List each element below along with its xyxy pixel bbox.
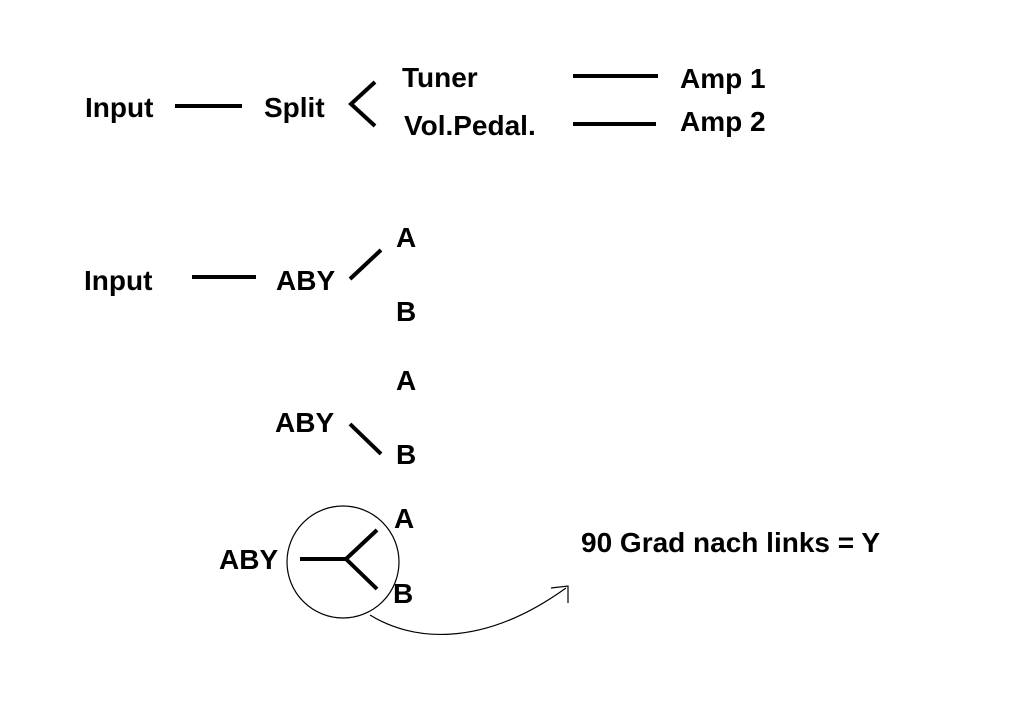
- row3-a-label: A: [396, 365, 416, 396]
- row4-highlight-circle: [286, 505, 400, 619]
- row4-arrow-head: [550, 585, 569, 603]
- row3-aby-label: ABY: [275, 407, 334, 438]
- row4-b-label: B: [393, 578, 413, 609]
- row4-a-label: A: [394, 503, 414, 534]
- row1-amp1-label: Amp 1: [680, 63, 766, 94]
- row4-y-shape: [300, 528, 379, 591]
- row1-amp2-label: Amp 2: [680, 106, 766, 137]
- row1-split-label: Split: [264, 92, 325, 123]
- row3-b-label: B: [396, 439, 416, 470]
- row2-b-label: B: [396, 296, 416, 327]
- row2-a-label: A: [396, 222, 416, 253]
- row4-aby-label: ABY: [219, 544, 278, 575]
- row1-split-bracket: [348, 80, 377, 128]
- row1-tuner-label: Tuner: [402, 62, 478, 93]
- row2-switch-to-a-line: [348, 248, 383, 281]
- row1-input-label: Input: [85, 92, 153, 123]
- row4-y-lower-arm: [344, 557, 379, 591]
- row3-switch-to-b-line: [348, 422, 383, 456]
- row2-aby-label: ABY: [276, 265, 335, 296]
- row4-curved-arrow-line: [369, 587, 567, 636]
- row1-vol-pedal-label: Vol.Pedal.: [404, 110, 536, 141]
- row2-input-label: Input: [84, 265, 152, 296]
- row4-note-label: 90 Grad nach links = Y: [581, 527, 880, 558]
- row4-y-upper-arm: [344, 528, 379, 561]
